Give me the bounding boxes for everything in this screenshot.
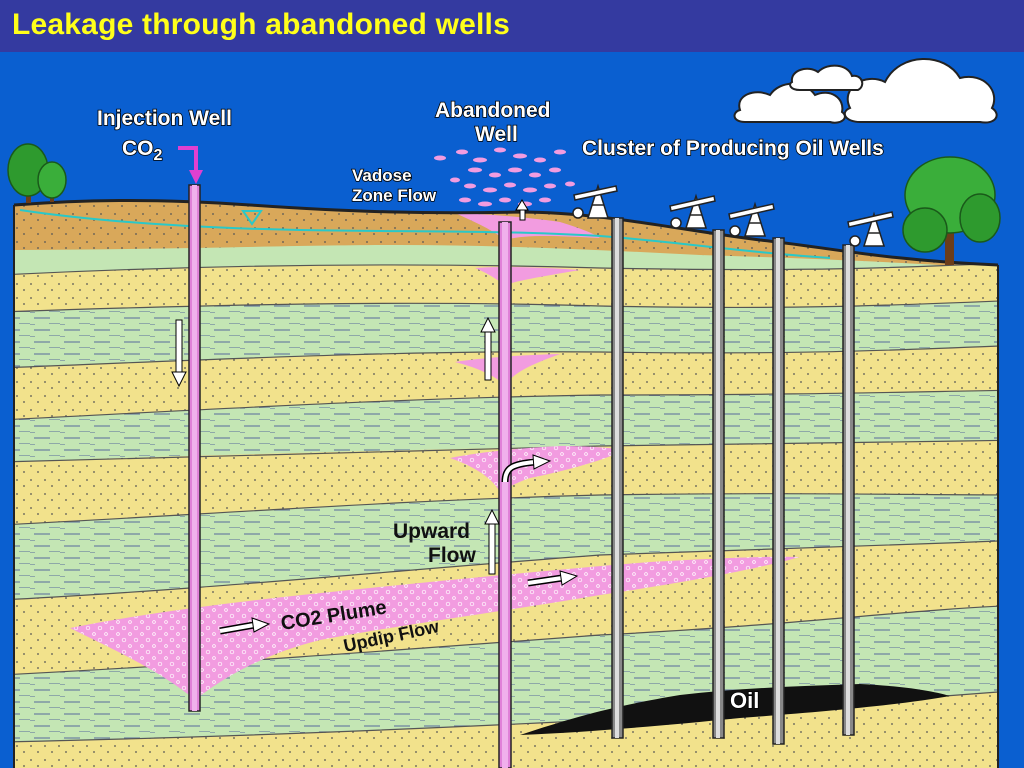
tree-icon	[902, 156, 1001, 265]
label-co2-subscript: 2	[154, 147, 163, 164]
label-vadose-1: Vadose	[352, 166, 412, 185]
curved-arrow-icon	[501, 454, 552, 483]
ground-strata	[14, 200, 998, 768]
label-abandoned-well-1: Abandoned	[435, 99, 551, 122]
label-injection-well: Injection Well	[97, 107, 232, 130]
pump-jack-icon	[572, 183, 618, 219]
tree-icon	[7, 143, 67, 203]
producing-well-1	[611, 217, 624, 739]
down-arrow-icon	[171, 319, 187, 388]
injection-well	[188, 184, 201, 712]
up-arrow-icon	[480, 316, 496, 381]
producing-well-2	[712, 229, 725, 739]
producing-well-3	[772, 237, 785, 745]
abandoned-well	[498, 221, 512, 768]
injection-arrow-icon	[178, 146, 198, 172]
right-arrow-icon	[219, 617, 271, 635]
svg-text:CO2: CO2	[122, 137, 163, 164]
pump-jack-icon	[669, 193, 716, 229]
page-title: Leakage through abandoned wells	[12, 8, 510, 41]
pump-jack-icon	[847, 211, 894, 247]
pump-jack-icon	[728, 201, 775, 237]
label-upward-1: Upward	[393, 520, 470, 543]
label-oil: Oil	[730, 688, 759, 713]
cloud-icon	[733, 58, 998, 124]
producing-well-4	[842, 244, 855, 736]
label-cluster-producing-wells: Cluster of Producing Oil Wells	[582, 137, 884, 160]
right-arrow-icon	[527, 570, 579, 587]
label-vadose-2: Zone Flow	[352, 186, 437, 205]
surface-co2-bubbles	[434, 147, 575, 207]
water-table-icon	[241, 210, 263, 226]
title-bar: Leakage through abandoned wells	[0, 0, 1024, 52]
label-abandoned-well-2: Well	[475, 123, 518, 146]
vadose-up-arrow-icon	[515, 199, 529, 221]
label-upward-2: Flow	[428, 544, 476, 567]
label-co2-injection: CO	[122, 137, 154, 160]
up-arrow-icon	[484, 508, 500, 575]
water-table	[19, 209, 831, 259]
